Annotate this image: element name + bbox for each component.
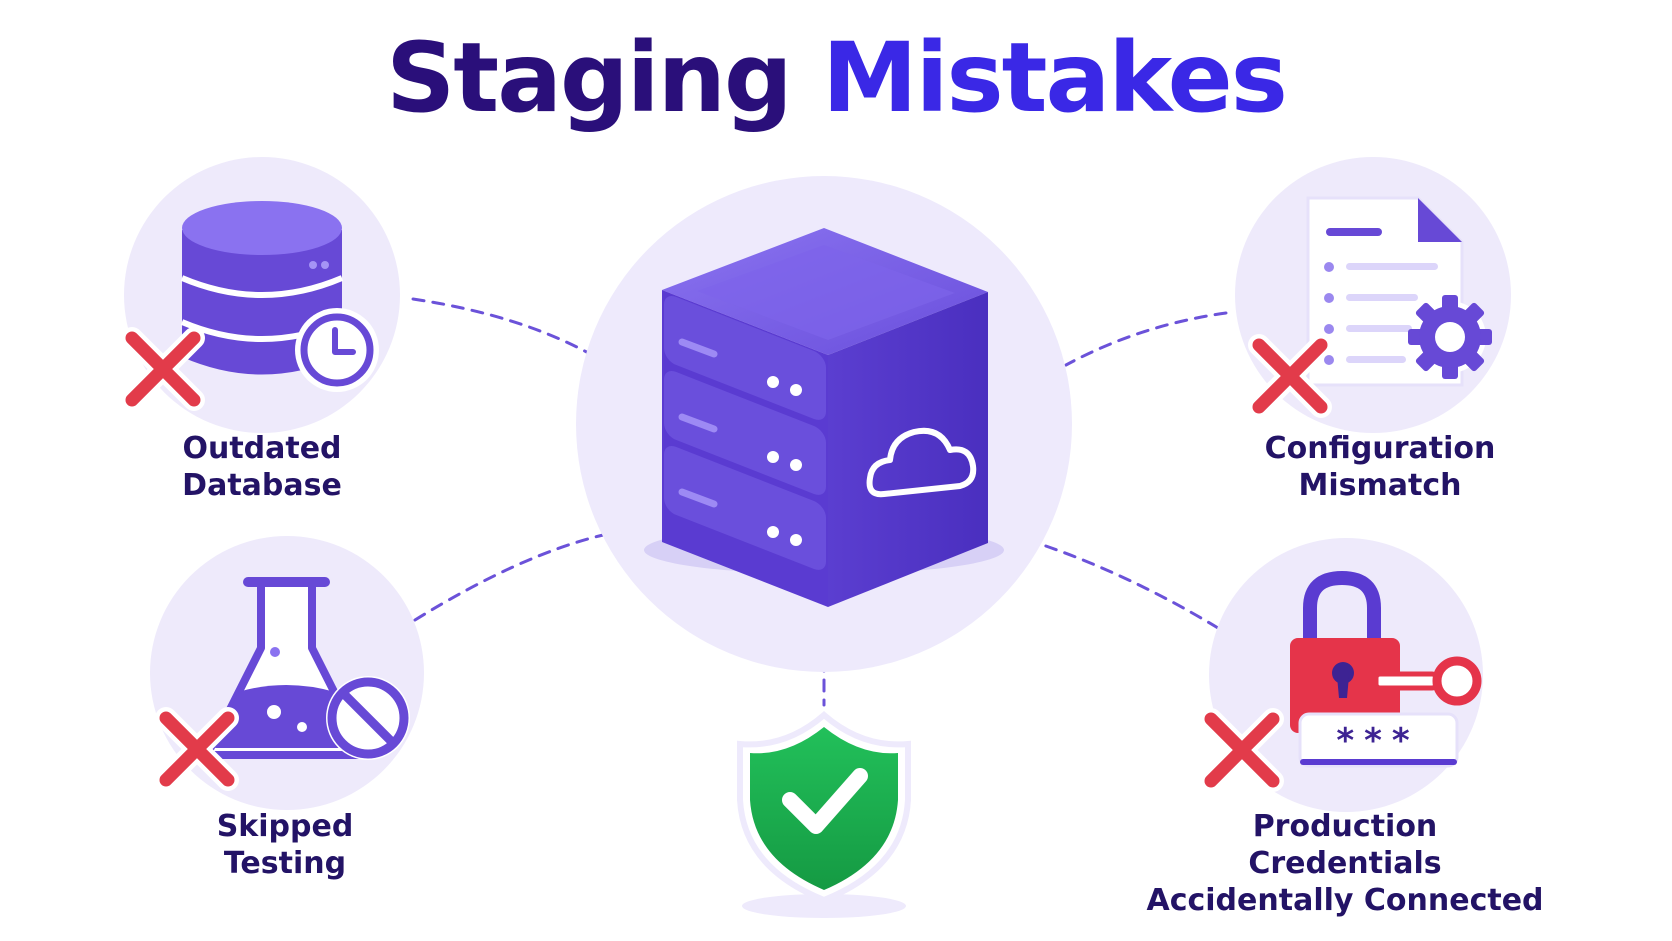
connector-outdated-database xyxy=(411,297,594,357)
label-line: Production xyxy=(1252,809,1438,844)
page-title: Staging Mistakes xyxy=(0,18,1672,138)
server-indicator-lights xyxy=(678,338,802,546)
label-line: Configuration xyxy=(1264,431,1496,466)
title-part-2: Mistakes xyxy=(822,22,1288,134)
blocked-icon xyxy=(326,676,410,760)
label-line: Credentials xyxy=(1248,846,1442,881)
label-line: Testing xyxy=(223,846,347,881)
shield-check-icon xyxy=(737,711,911,918)
cloud-icon xyxy=(866,427,977,498)
gear-icon xyxy=(1408,295,1492,379)
label-outdated-database: Outdated Database xyxy=(142,430,382,504)
error-x-icon-configuration-mismatch xyxy=(1248,334,1332,418)
password-mask: *** xyxy=(1336,721,1419,761)
server-drive-bays xyxy=(664,296,826,570)
title-part-1: Staging xyxy=(386,22,792,134)
error-x-icon-skipped-testing xyxy=(155,707,239,791)
error-x-icon-outdated-database xyxy=(121,327,205,411)
password-field-icon xyxy=(1298,712,1459,768)
connectors xyxy=(411,297,1228,707)
outdated-database-icon xyxy=(180,201,379,392)
label-configuration-mismatch: Configuration Mismatch xyxy=(1230,430,1530,504)
label-line: Skipped xyxy=(216,809,354,844)
label-line: Mismatch xyxy=(1298,468,1462,503)
skipped-testing-icon xyxy=(203,577,410,760)
key-icon xyxy=(1373,656,1482,706)
production-credentials-icon xyxy=(1290,570,1482,768)
label-production-credentials: Production Credentials Accidentally Conn… xyxy=(1110,808,1580,919)
label-skipped-testing: Skipped Testing xyxy=(165,808,405,882)
clock-icon xyxy=(295,308,379,392)
connector-production-credentials xyxy=(1041,543,1220,630)
label-line: Accidentally Connected xyxy=(1146,883,1544,918)
configuration-mismatch-icon xyxy=(1306,196,1492,387)
error-x-icon-production-credentials xyxy=(1200,708,1284,792)
cloud-server-icon xyxy=(644,228,1004,607)
label-line: Outdated xyxy=(182,431,342,466)
connector-configuration-mismatch xyxy=(1064,311,1228,367)
connector-skipped-testing xyxy=(413,533,605,622)
server-side-face xyxy=(828,292,988,607)
label-line: Database xyxy=(182,468,342,503)
